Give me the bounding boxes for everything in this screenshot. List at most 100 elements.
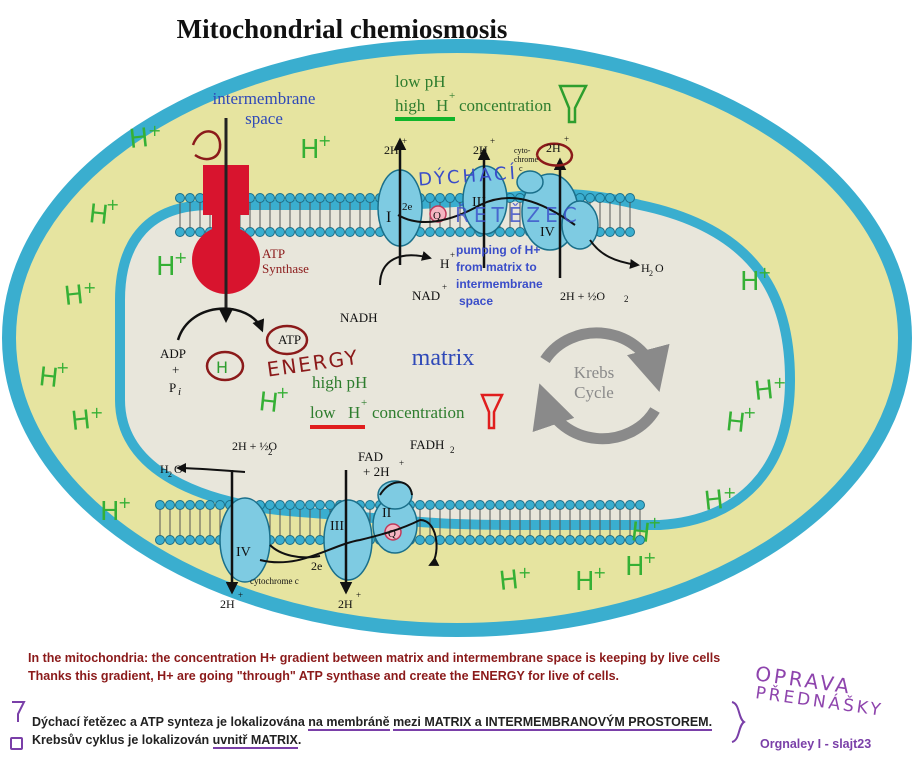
czech-note-1b: na membráně	[308, 715, 390, 731]
pumping-note-2: from matrix to	[456, 260, 537, 274]
green-h-mark-plus: +	[90, 403, 103, 422]
krebs-label: Krebs	[574, 363, 615, 382]
green-h-mark-plus: +	[174, 248, 187, 267]
krebs-cycle-icon	[532, 327, 670, 445]
green-h-mark-plus: +	[518, 563, 531, 582]
upper-electron-chain	[377, 137, 640, 286]
lower-complex-iii: III	[330, 519, 344, 534]
h2-c-label: 2H	[546, 141, 561, 155]
purple-square-icon	[10, 737, 23, 750]
green-h-mark: H	[63, 280, 86, 312]
green-h-mark-plus: +	[643, 548, 656, 567]
intermembrane-label-2: space	[245, 109, 283, 128]
plus-2h-label: + 2H	[363, 464, 389, 479]
high-h-label: H	[436, 96, 448, 115]
czech-note-1: Dýchací řetězec a ATP synteza je lokaliz…	[32, 715, 713, 731]
lower-half-o2-sub: 2	[268, 447, 273, 457]
nad-plus: +	[442, 282, 447, 292]
green-h-mark: H	[257, 387, 280, 419]
lower-h2-b: 2H	[338, 597, 353, 611]
pi-label: P	[169, 380, 176, 395]
green-h-mark: H	[128, 123, 151, 155]
cytochrome-label-2: chrome	[514, 155, 538, 164]
atp-label: ATP	[278, 332, 301, 347]
retezec-note: ŘETĚZEC	[455, 203, 582, 227]
low-h-plus: +	[361, 397, 367, 409]
slide-footer: Orgnaley I - slajt23	[760, 737, 872, 751]
h-circle-note	[205, 350, 245, 382]
intermembrane-label: intermembrane	[213, 89, 316, 108]
h2-c-plus: +	[564, 134, 569, 144]
czech-note-1d: mezi MATRIX a INTERMEMBRANOVÝM PROSTOREM…	[393, 715, 713, 731]
h2-a-label: 2H	[384, 143, 399, 157]
h-plus: +	[450, 250, 455, 260]
lower-water: H	[160, 462, 169, 476]
green-h-mark: H	[87, 199, 110, 231]
lower-e2: 2e	[311, 559, 322, 573]
purple-funnel-icon	[12, 701, 26, 722]
lower-h2-a-plus: +	[238, 590, 243, 600]
e2-label: 2e	[402, 201, 413, 213]
green-h-mark-plus: +	[723, 483, 736, 502]
h-circle-mark: H	[216, 358, 228, 377]
green-h-mark: H	[740, 267, 760, 297]
czech-note-2c: .	[297, 733, 302, 747]
green-h-mark: H	[70, 405, 93, 437]
atp-circle-note	[265, 324, 309, 356]
lower-water-sub: 2	[168, 470, 172, 479]
low-concentration-label: concentration	[372, 403, 465, 422]
green-h-mark: H	[100, 497, 120, 527]
atp-synthase	[191, 118, 260, 323]
green-h-mark: H	[724, 407, 747, 439]
green-h-mark: H	[156, 252, 176, 282]
green-h-mark: H	[575, 567, 595, 597]
green-funnel-icon	[558, 84, 589, 124]
low-h-label: H	[348, 403, 360, 422]
h-label: H	[440, 256, 449, 271]
caption-line-2: Thanks this gradient, H+ are going "thro…	[28, 669, 620, 683]
curly-brace-icon	[731, 701, 746, 743]
h2-b-plus: +	[490, 136, 495, 146]
krebs-label-2: Cycle	[574, 383, 614, 402]
fadh2-sub: 2	[450, 445, 455, 455]
lower-complex-iv: IV	[236, 545, 251, 560]
fadh2-label: FADH	[410, 437, 444, 452]
water-upper-o: O	[655, 261, 664, 275]
h2-b-label: 2H	[473, 143, 488, 157]
lower-electron-chain	[176, 463, 440, 595]
pi-sub: i	[178, 386, 181, 398]
czech-note-2a: Krebsův cyklus je lokalizován	[32, 733, 213, 747]
plus-2h-sup: +	[399, 458, 404, 468]
lower-h2-b-plus: +	[356, 590, 361, 600]
green-h-mark-plus: +	[743, 403, 756, 422]
green-h-mark: H	[625, 552, 645, 582]
lower-half-o2: 2H + ½O	[232, 439, 277, 453]
green-h-mark: H	[629, 517, 652, 549]
atp-synthase-label: ATP	[262, 246, 285, 261]
low-ph-label: low pH	[395, 72, 446, 91]
lower-water-o: O	[174, 462, 183, 476]
chemiosmosis-diagram: Mitochondrial chemiosmosis intermembrane…	[2, 14, 912, 637]
czech-note-2b: uvnitř MATRIX	[212, 733, 298, 749]
green-h-mark-plus: +	[106, 195, 119, 214]
water-upper-sub: 2	[649, 269, 653, 278]
high-concentration-label: concentration	[459, 96, 552, 115]
adp-plus: +	[172, 362, 179, 377]
pumping-note-3: intermembrane	[456, 277, 543, 291]
pumping-note-4: space	[459, 294, 493, 308]
high-label: high	[395, 96, 426, 115]
half-o2-upper: 2H + ½O	[560, 289, 605, 303]
high-ph-label: high pH	[312, 373, 367, 392]
green-h-marks: H+H+H+H+H+H+H+H+H+H+H+H+H+H+H+H+H+	[37, 121, 786, 597]
green-h-mark: H	[498, 565, 521, 597]
green-h-mark: H	[703, 485, 726, 517]
green-h-mark-plus: +	[118, 493, 131, 512]
green-h-mark-plus: +	[276, 383, 289, 402]
complex-iii-label: III	[472, 195, 486, 210]
adp-arrow	[176, 307, 265, 341]
nad-label: NAD	[412, 288, 440, 303]
high-h-plus: +	[449, 90, 455, 102]
green-h-mark-plus: +	[318, 131, 331, 150]
complex-i-label: I	[386, 209, 391, 226]
green-h-mark: H	[37, 362, 60, 394]
